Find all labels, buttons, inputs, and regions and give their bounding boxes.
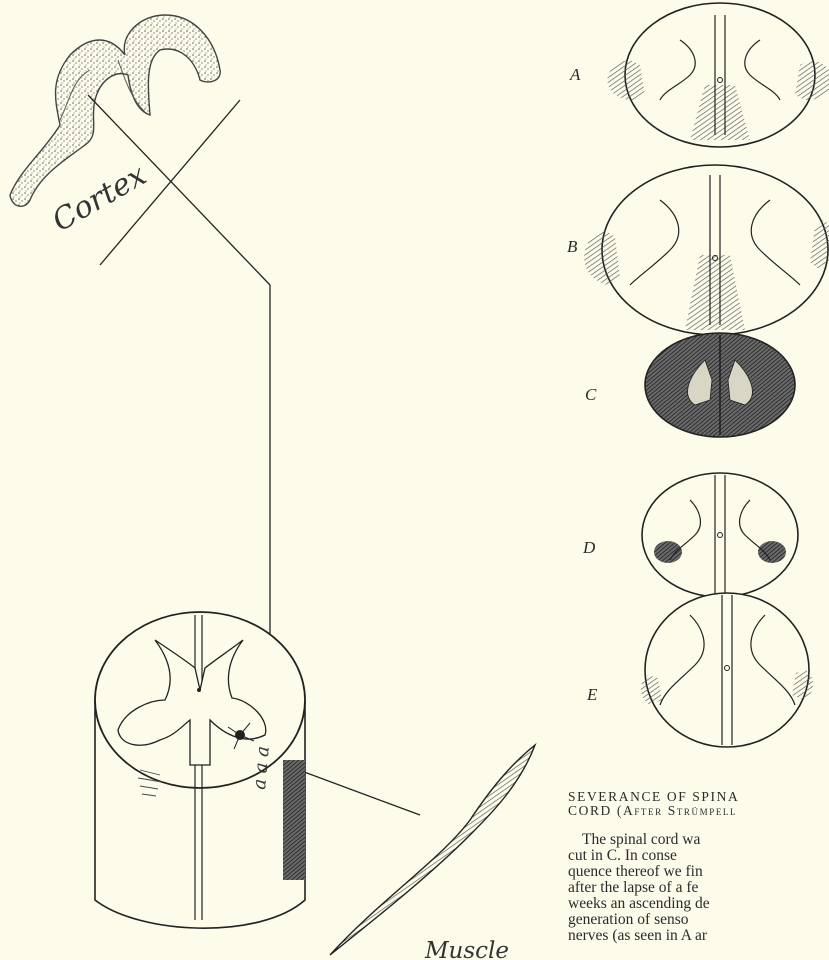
caption-title-line2: CORD (After Strümpell [568,803,737,818]
section-C: C [585,333,795,437]
section-E: E [586,593,813,747]
muscle-label: Muscle [424,938,509,960]
caption-line: cut in C. In conse [568,848,829,864]
section-A: A [569,3,829,147]
section-B: B [567,165,829,335]
caption-line: generation of senso [568,912,829,928]
cortex-drawing: Cortex [10,15,270,285]
caption-body: The spinal cord wa cut in C. In conse qu… [568,832,829,944]
section-label-C: C [585,385,597,404]
caption-line: after the lapse of a fe [568,880,829,896]
caption-title-line1: SEVERANCE OF SPINA [568,789,739,804]
muscle-drawing: Muscle [330,745,535,960]
caption-title: SEVERANCE OF SPINA CORD (After Strümpell [568,790,829,818]
section-label-B: B [567,237,578,256]
section-label-A: A [569,65,581,84]
section-D: D [582,473,798,597]
cortex-label: Cortex [47,158,153,239]
figure-caption: SEVERANCE OF SPINA CORD (After Strümpell… [568,790,829,944]
section-label-D: D [582,538,596,557]
cord-annotation: a a a [249,745,274,790]
caption-line: weeks an ascending de [568,896,829,912]
caption-line: The spinal cord wa [568,832,829,848]
section-label-E: E [586,685,598,704]
spinal-cord-cylinder: a a a [95,612,305,928]
caption-line: nerves (as seen in A ar [568,928,829,944]
caption-line: quence thereof we fin [568,864,829,880]
